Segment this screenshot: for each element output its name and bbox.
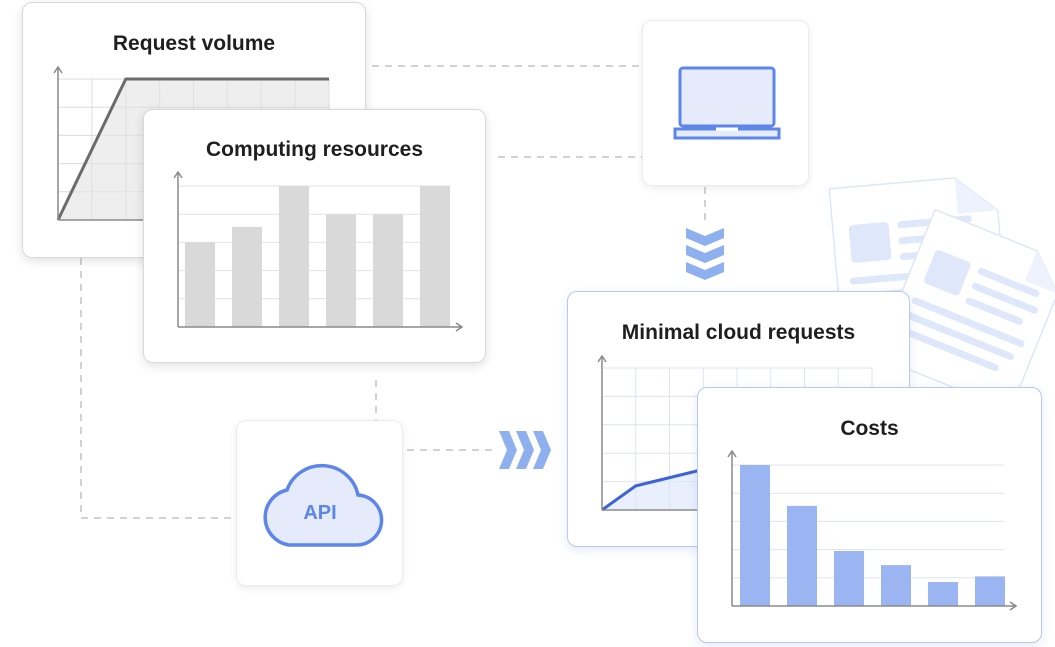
costs-title: Costs — [840, 417, 899, 440]
chevron-down-icon — [686, 228, 724, 280]
api-label: API — [303, 502, 336, 524]
x-axis-arrow — [455, 322, 464, 332]
bar — [881, 565, 911, 606]
y-axis-arrow — [727, 449, 737, 458]
x-axis-arrow — [1009, 601, 1018, 611]
minimal-cloud-requests-title: Minimal cloud requests — [621, 321, 856, 344]
bar — [740, 465, 770, 606]
bar — [279, 186, 309, 327]
api-card: API — [236, 420, 403, 586]
computing-resources-card: Computing resources — [143, 109, 486, 363]
y-axis-arrow — [53, 65, 63, 74]
laptop-icon — [673, 66, 781, 140]
cloud-icon: API — [263, 463, 384, 547]
y-axis-arrow — [173, 170, 183, 179]
bar — [834, 551, 864, 606]
request-volume-title: Request volume — [112, 32, 276, 55]
laptop-card — [642, 20, 809, 186]
bar — [928, 582, 958, 606]
bar — [373, 214, 403, 327]
bar — [975, 576, 1005, 606]
bar — [787, 505, 817, 606]
chevron-right-icon — [499, 431, 551, 469]
bar — [326, 214, 356, 327]
bar — [185, 242, 215, 327]
bar — [420, 186, 450, 327]
costs-card: Costs — [697, 387, 1042, 643]
y-axis-arrow — [597, 354, 607, 363]
computing-resources-chart — [173, 170, 464, 332]
costs-chart — [727, 449, 1018, 611]
area-fill — [602, 470, 700, 510]
bar — [232, 226, 262, 327]
computing-resources-title: Computing resources — [205, 138, 424, 161]
